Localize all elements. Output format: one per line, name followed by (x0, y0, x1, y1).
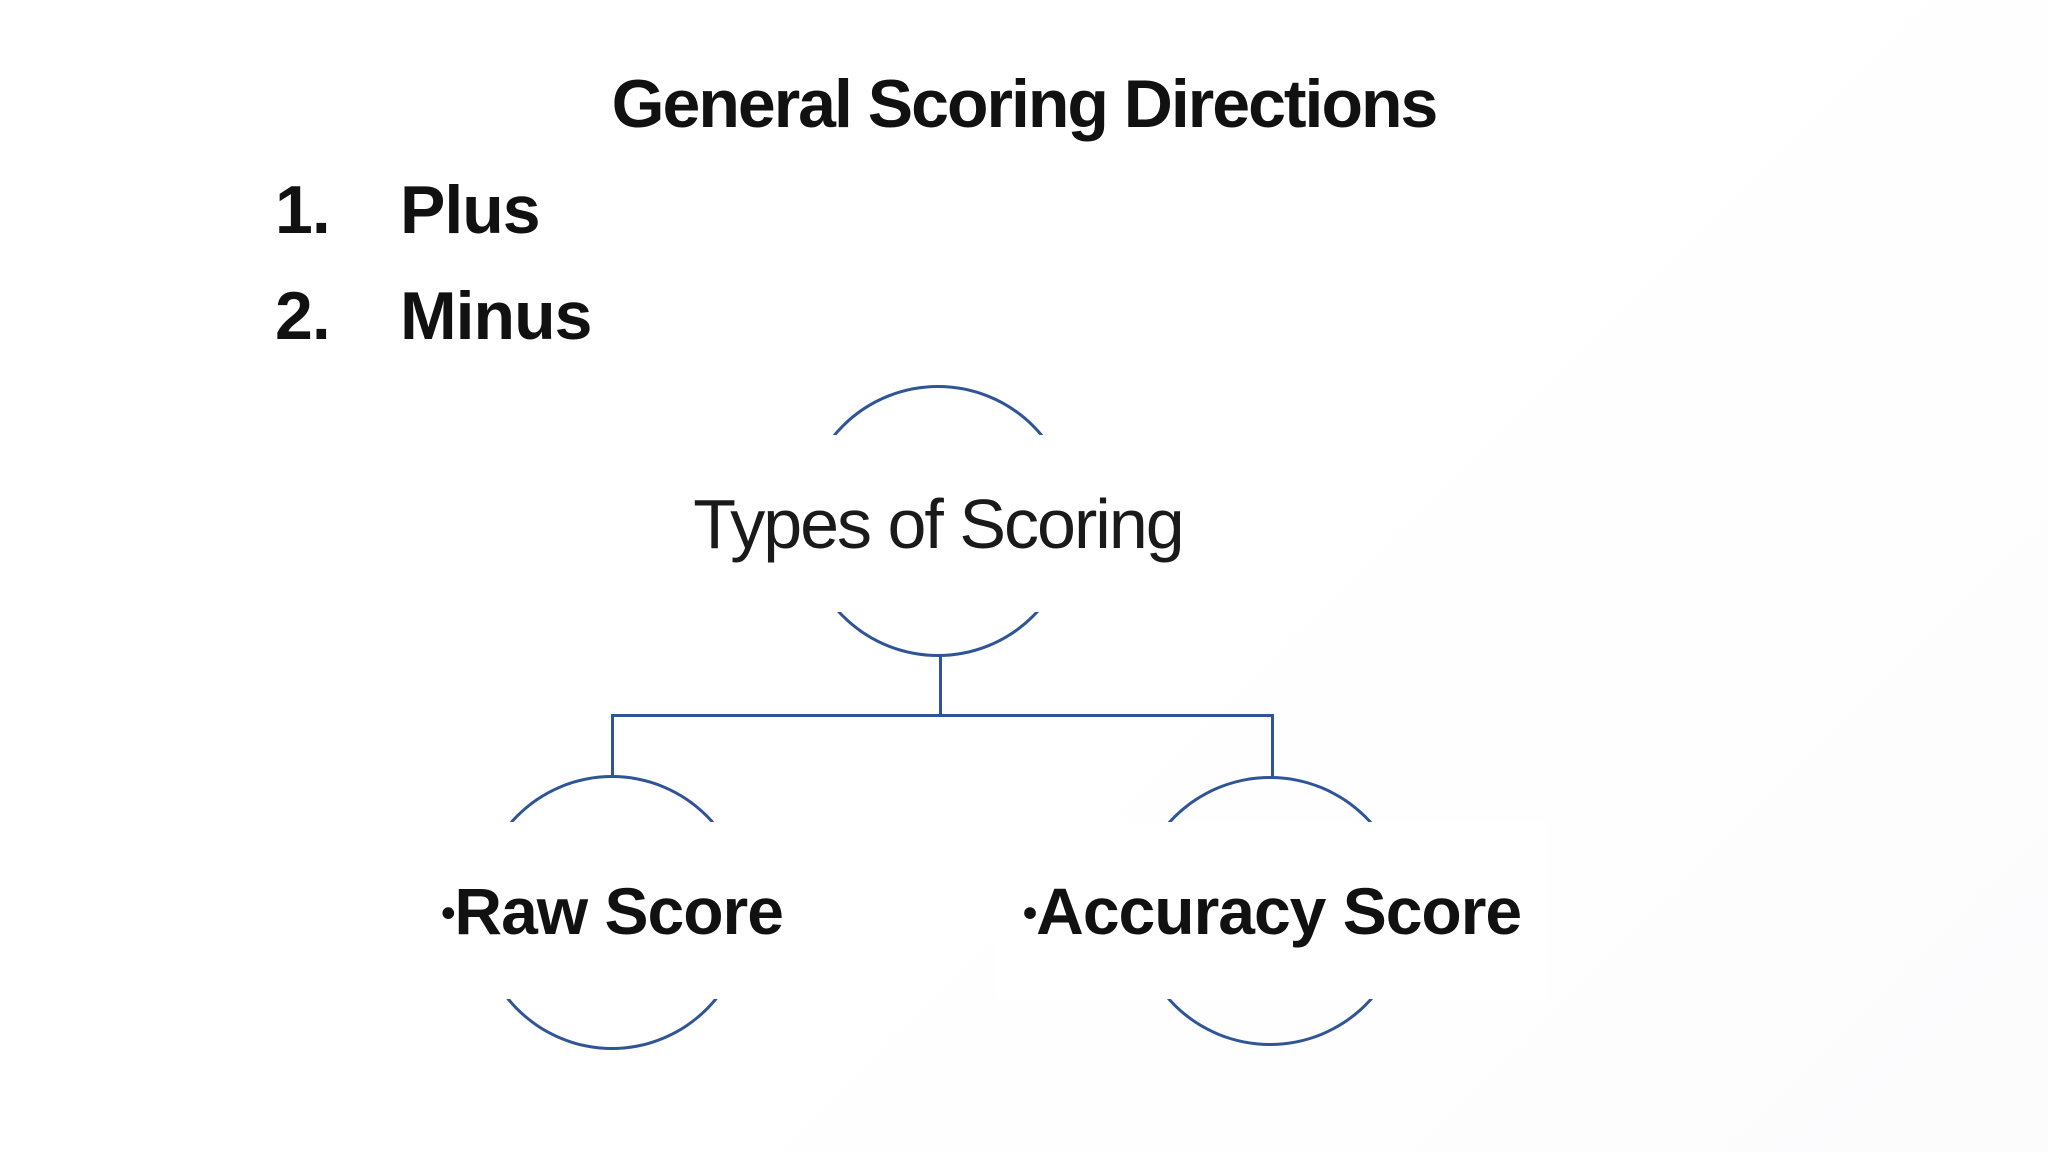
left-child-label-text: Raw Score (454, 873, 783, 948)
left-child-label: •Raw Score (441, 878, 784, 944)
list-label-minus: Minus (400, 278, 592, 354)
right-child-label: •Accuracy Score (1022, 878, 1522, 944)
bullet-icon: • (1022, 889, 1037, 936)
root-label-band: Types of Scoring (638, 435, 1238, 612)
right-child-label-text: Accuracy Score (1036, 873, 1522, 948)
root-node-label: Types of Scoring (693, 484, 1184, 563)
slide-title: General Scoring Directions (611, 66, 1439, 142)
list-number-2: 2. (275, 278, 331, 354)
right-label-band: •Accuracy Score (996, 822, 1548, 999)
connector-horizontal (611, 714, 1274, 717)
connector-root-drop (939, 655, 942, 717)
list-item-minus: 2. Minus (275, 278, 592, 354)
connector-left-drop (611, 714, 614, 778)
list-number-1: 1. (275, 172, 331, 248)
connector-right-drop (1271, 714, 1274, 779)
list-item-plus: 1. Plus (275, 172, 541, 248)
left-label-band: •Raw Score (392, 822, 832, 999)
list-label-plus: Plus (400, 172, 541, 248)
bullet-icon: • (441, 889, 455, 936)
